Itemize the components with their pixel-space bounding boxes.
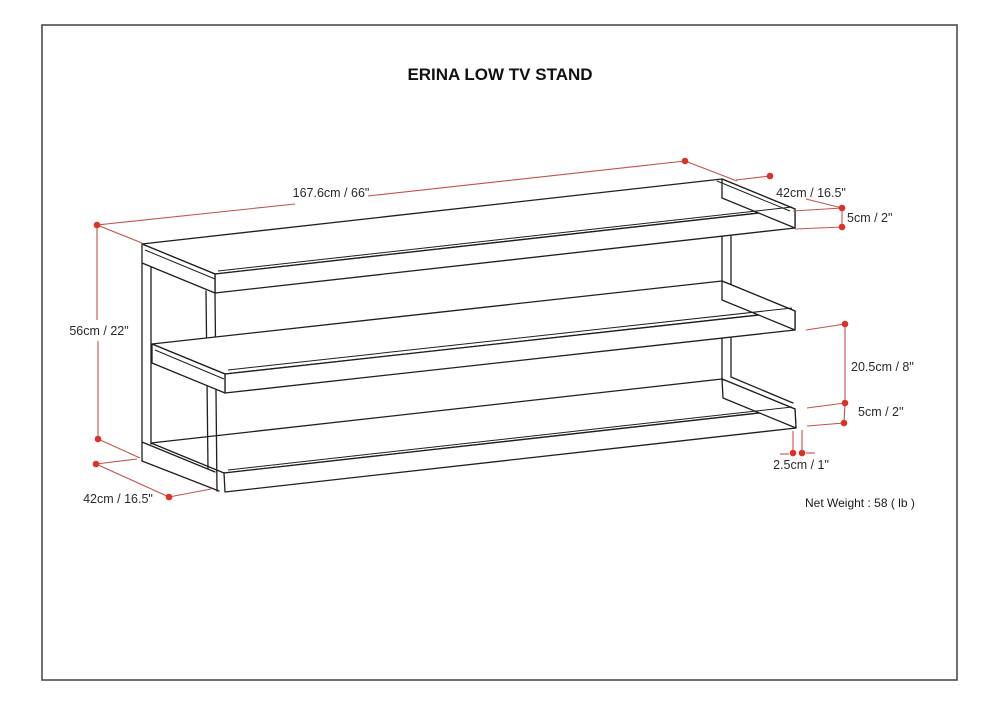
right-frame-bottom-edge (730, 376, 794, 404)
dim-label-frame-thickness: 2.5cm / 1" (773, 458, 829, 472)
dimension-labels: 167.6cm / 66" 42cm / 16.5" 5cm / 2" 56cm… (69, 186, 913, 506)
dot-length-right (681, 157, 689, 165)
bottom-shelf-bevel-line (227, 406, 793, 471)
dimension-annotations (92, 157, 849, 501)
middle-shelf-left-bevel-line (154, 349, 225, 380)
top-shelf-bevel-line (217, 206, 793, 272)
dot-shelf-gap-top (841, 320, 849, 328)
top-shelf-right-bevel-line (716, 180, 791, 212)
dot-length-left (93, 221, 101, 229)
left-foot-bottom-edge (141, 460, 220, 492)
dim-label-depth-bottom: 42cm / 16.5" (83, 492, 153, 506)
middle-shelf-right-end-cap (721, 280, 796, 331)
bottom-shelf-right-end-cap (721, 378, 797, 429)
top-shelf-left-bevel-line (144, 249, 216, 280)
dot-top-thickness-upper (838, 204, 846, 212)
middle-shelf-bevel-line (227, 307, 793, 371)
left-frame-front-outer-edge (214, 292, 218, 492)
bottom-thickness-leader-lower (806, 422, 845, 427)
dot-bottom-depth-front (165, 493, 173, 501)
shelf-gap-leader-upper (805, 323, 846, 331)
dim-label-height: 56cm / 22" (69, 324, 128, 338)
net-weight-label: Net Weight : 58 ( lb ) (805, 496, 915, 510)
top-shelf-right-end-cap (721, 178, 796, 229)
dimension-dots (92, 157, 849, 501)
dim-label-length: 167.6cm / 66" (293, 186, 370, 200)
height-dim-line (96, 225, 99, 439)
dim-label-thickness-top: 5cm / 2" (847, 211, 892, 225)
top-thickness-leader-upper (792, 207, 843, 212)
dot-shelf-gap-bottom (841, 399, 849, 407)
dot-height-bottom (94, 435, 102, 443)
dim-label-shelf-gap: 20.5cm / 8" (851, 360, 914, 374)
top-thickness-leader-lower (794, 226, 843, 230)
top-depth-leader (735, 175, 771, 181)
bottom-thickness-dim-line (843, 402, 846, 424)
dot-top-thickness-lower (838, 223, 846, 231)
furniture-drawing (141, 178, 797, 493)
bottom-thickness-leader-upper (806, 402, 846, 409)
dot-frame-thickness-left (789, 449, 797, 457)
bottom-depth-dim-line (95, 463, 170, 498)
dot-bottom-depth-back (92, 460, 100, 468)
left-foot-top-edge (141, 441, 216, 473)
length-dim-line (96, 160, 686, 226)
dot-frame-thickness-right (798, 449, 806, 457)
dim-label-depth-top: 42cm / 16.5" (776, 186, 846, 200)
dim-label-thickness-bottom: 5cm / 2'' (858, 405, 904, 419)
dot-top-depth-back (766, 172, 774, 180)
bottom-depth-leader-front (168, 488, 212, 498)
top-depth-dim-line (805, 198, 843, 209)
page-border (41, 24, 958, 681)
page-title: ERINA LOW TV STAND (407, 65, 592, 84)
length-dim-leader-right (684, 160, 738, 182)
height-dim-leader-bottom (97, 438, 141, 459)
length-dim-leader-left (96, 224, 143, 244)
bottom-depth-leader-back (95, 458, 138, 465)
dot-bottom-thickness-lower (840, 419, 848, 427)
